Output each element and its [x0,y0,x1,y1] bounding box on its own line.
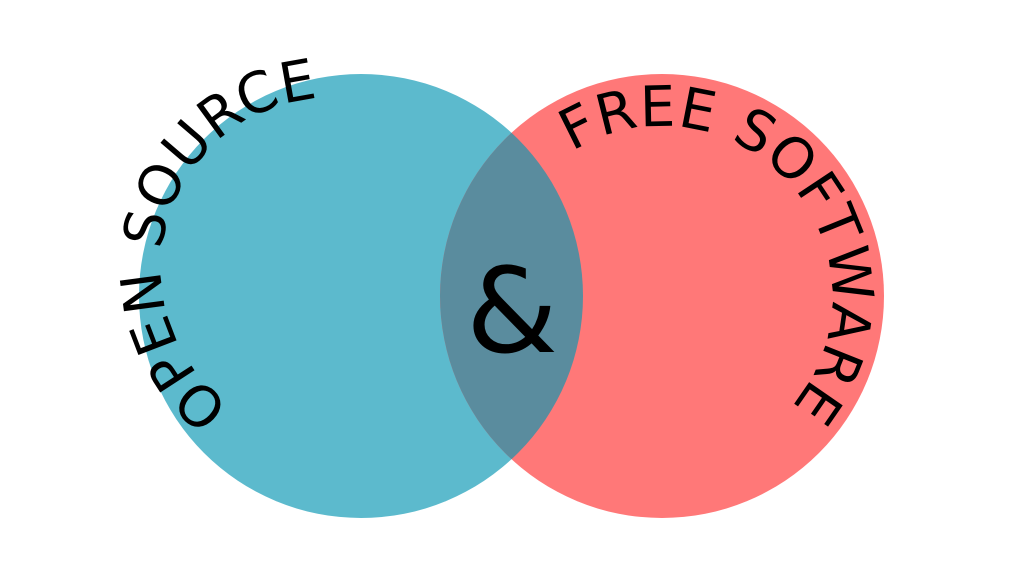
ampersand-label: & [466,242,558,380]
intersection-region [440,74,583,518]
